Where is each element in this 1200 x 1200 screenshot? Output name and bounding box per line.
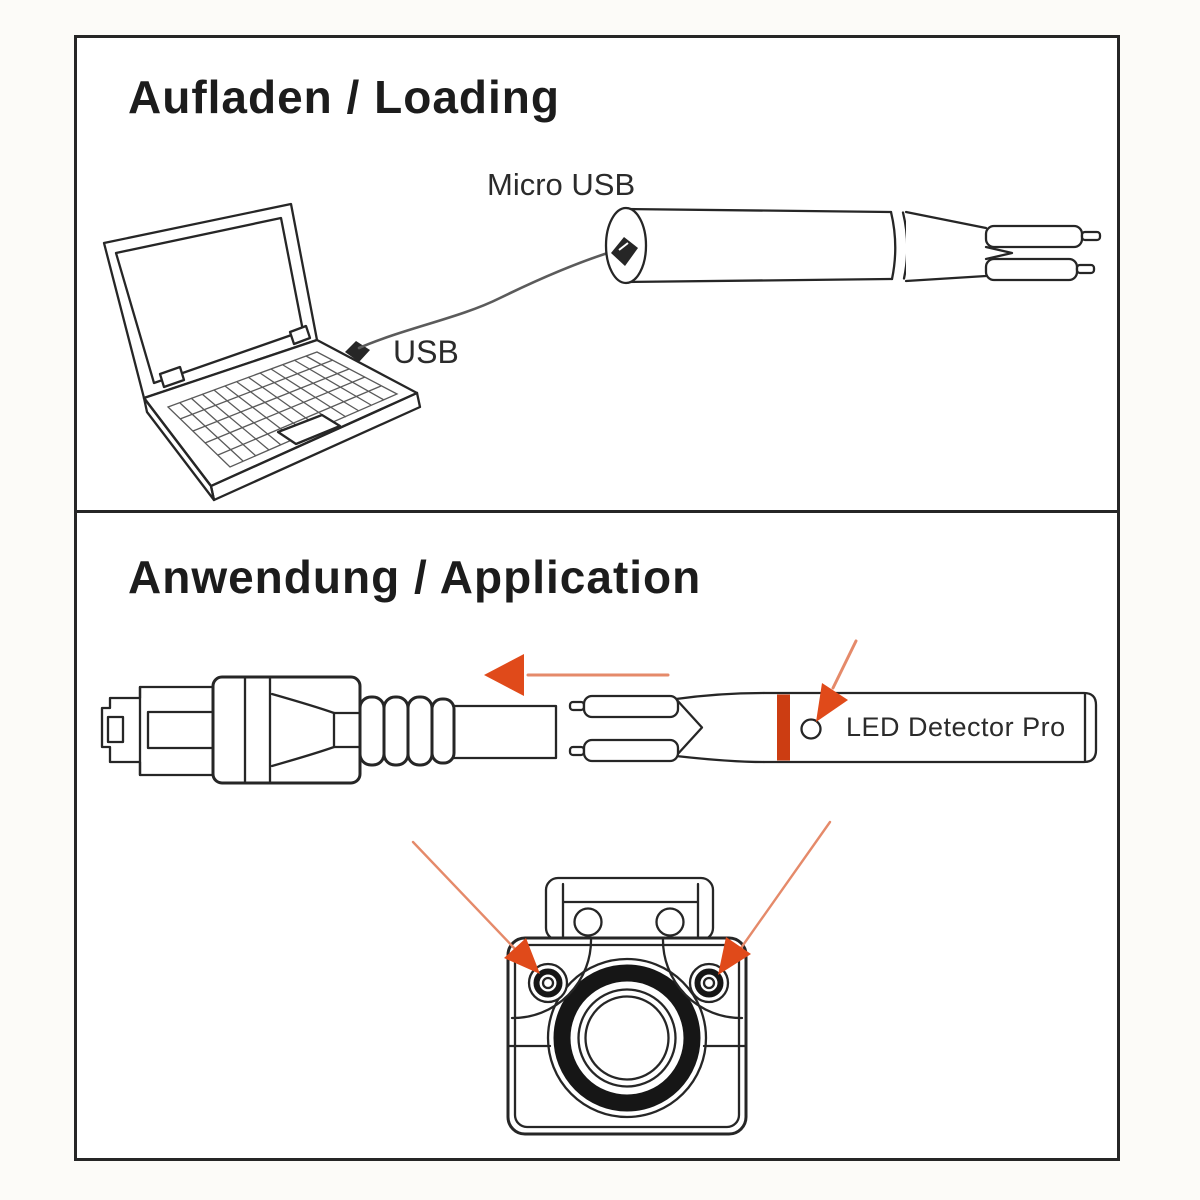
laptop-illustration <box>102 202 422 502</box>
micro-usb-port <box>611 237 638 266</box>
touchpad <box>276 413 342 446</box>
pen-body <box>762 691 1098 764</box>
application-section-title: Anwendung / Application <box>128 551 702 603</box>
arrow-connect-left-icon <box>484 654 670 696</box>
usb-cable <box>357 249 616 350</box>
detector-pen-application <box>568 691 1098 764</box>
detector-pen-charging <box>604 206 1102 285</box>
power-button <box>800 718 822 740</box>
strain-relief-boot <box>358 695 456 767</box>
pen-fork-tip <box>568 694 680 763</box>
device-name-label: LED Detector Pro <box>846 712 1066 742</box>
red-ring-band <box>777 694 790 761</box>
micro-usb-label: Micro USB <box>487 167 636 202</box>
mount-top <box>544 876 715 942</box>
patch-cable <box>358 695 558 767</box>
lens-ring <box>546 957 708 1119</box>
arrow-led-right-icon <box>718 820 832 975</box>
keyboard-grid <box>166 351 399 468</box>
panel-divider <box>77 510 1117 513</box>
loading-section-title: Aufladen / Loading <box>128 71 560 123</box>
rj45-connector <box>100 675 362 785</box>
led-indicator-left <box>527 962 569 1004</box>
arrow-power-button-icon <box>816 639 858 722</box>
usb-label: USB <box>393 334 459 370</box>
device-front-view <box>506 876 748 1136</box>
arrow-led-left-icon <box>411 840 540 974</box>
pen-clip-tip <box>984 224 1102 282</box>
